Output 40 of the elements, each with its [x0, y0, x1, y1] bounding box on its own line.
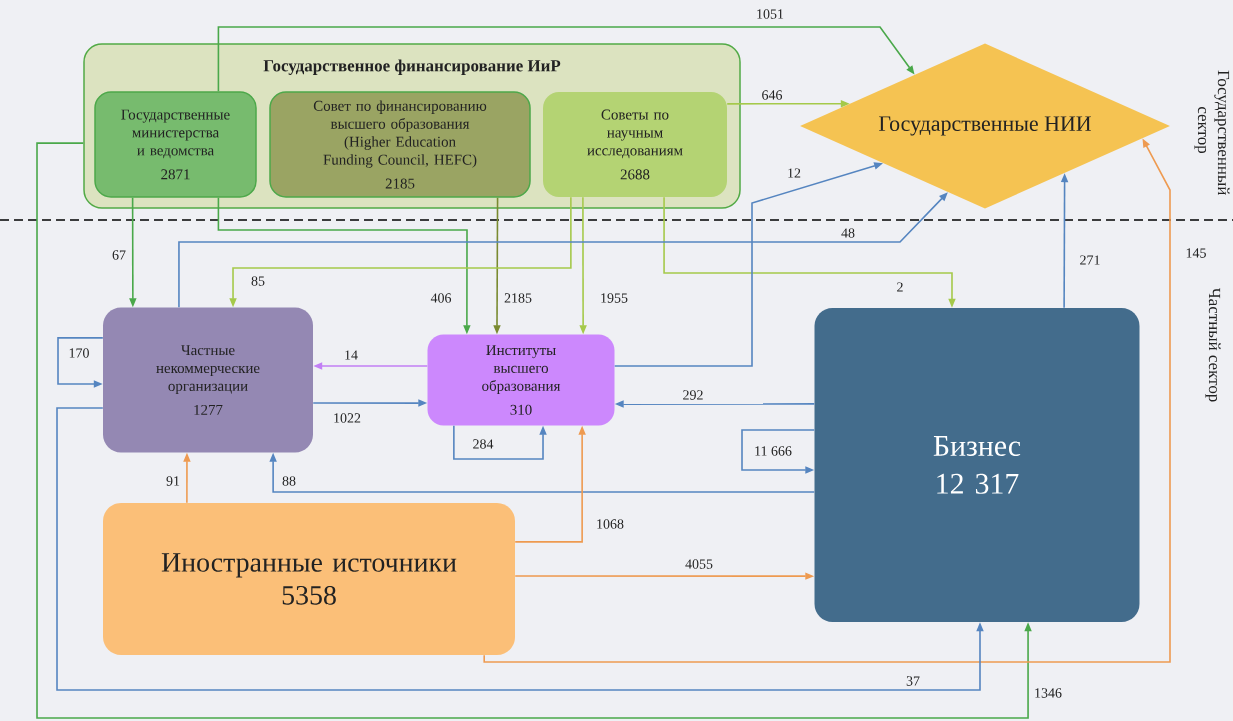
- edge-label: 292: [681, 389, 705, 401]
- sector-box: Бизнес 12 317: [814, 308, 1140, 622]
- arrow: [741, 429, 816, 474]
- source-box: Иностранные источники 5358: [103, 503, 515, 655]
- sector-box: Институты высшего образования 310: [427, 334, 615, 426]
- edge-label: 1022: [332, 412, 362, 424]
- arrow: [217, 26, 915, 93]
- funding-box: Государственные министерства и ведомства 2871: [94, 91, 257, 198]
- edge-label: 145: [1184, 247, 1208, 259]
- edge-label: 2185: [503, 292, 533, 304]
- edge-label: 88: [281, 475, 297, 487]
- sector-label: Государственный сектор: [1194, 70, 1230, 195]
- arrow: [453, 424, 547, 460]
- edge-label: 37: [905, 675, 921, 687]
- edge-label: 271: [1078, 254, 1102, 266]
- edge-label: 2: [895, 281, 905, 293]
- funding-box: Советы по научным исследованиям 2688: [543, 92, 727, 197]
- edge-label: 67: [111, 249, 127, 261]
- edge-label: 646: [760, 89, 784, 101]
- sector-label: Частный сектор: [1205, 287, 1221, 402]
- arrow: [56, 407, 984, 691]
- funding-box: Совет по финансированию высшего образования (Higher Education Funding Council, HEFC) 2185: [269, 91, 531, 198]
- edge-label: 1051: [755, 8, 785, 20]
- edge-label: 11 666: [753, 445, 793, 457]
- sector-box: Частные некоммерческие организации 1277: [103, 307, 313, 453]
- edge-label: 12: [786, 167, 802, 179]
- edge-label: 406: [429, 292, 453, 304]
- edge-label: 1346: [1033, 687, 1063, 699]
- edge-label: 91: [165, 475, 181, 487]
- arrow: [57, 337, 104, 388]
- arrow: [178, 192, 948, 309]
- edge-label: 48: [840, 227, 856, 239]
- edge-label: 284: [471, 438, 495, 450]
- edge-label: 1068: [595, 518, 625, 530]
- arrow: [36, 142, 1032, 719]
- edge-label: 85: [250, 275, 266, 287]
- edge-label: 4055: [684, 558, 714, 570]
- edge-label: 170: [67, 347, 91, 359]
- edge-label: 1955: [599, 292, 629, 304]
- edge-label: 14: [343, 349, 359, 361]
